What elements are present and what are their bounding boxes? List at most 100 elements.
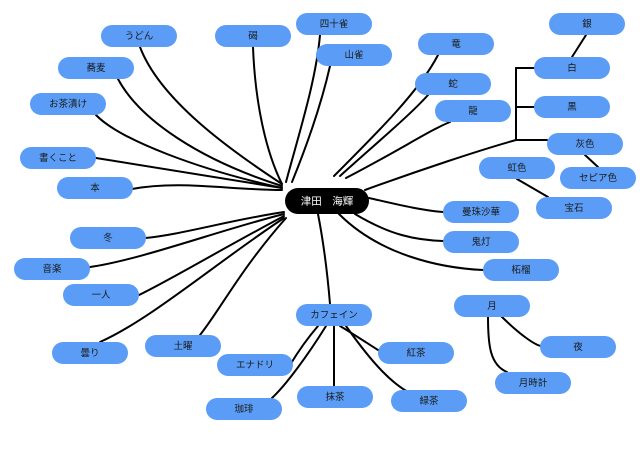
node-tsuki[interactable]: 月 bbox=[454, 295, 530, 317]
node-hozuki[interactable]: 鬼灯 bbox=[443, 231, 519, 253]
node-label: 本 bbox=[90, 182, 100, 194]
connector-line bbox=[252, 46, 283, 185]
node-ongaku[interactable]: 音楽 bbox=[14, 258, 90, 280]
node-kohi[interactable]: 珈琲 bbox=[206, 398, 282, 420]
node-label: 蛇 bbox=[448, 78, 458, 90]
connector-line bbox=[333, 54, 439, 177]
connector-line bbox=[345, 121, 451, 179]
connector-lines bbox=[89, 34, 599, 399]
node-soba[interactable]: 蕎麦 bbox=[58, 57, 134, 79]
node-pill bbox=[415, 73, 491, 95]
node-gin[interactable]: 銀 bbox=[549, 13, 625, 35]
connector-line bbox=[584, 154, 599, 168]
center-node-label: 津田 海輝 bbox=[301, 195, 354, 208]
node-pill bbox=[101, 25, 177, 47]
node-pill bbox=[560, 167, 636, 189]
node-maccha[interactable]: 抹茶 bbox=[297, 386, 373, 408]
node-label: 宝石 bbox=[564, 202, 583, 214]
node-label: 曼珠沙華 bbox=[462, 206, 501, 218]
node-label: カフェイン bbox=[310, 310, 358, 321]
node-pill bbox=[20, 147, 96, 169]
node-nijiiro[interactable]: 虹色 bbox=[479, 157, 555, 179]
node-pill bbox=[534, 96, 610, 118]
node-udon[interactable]: うどん bbox=[101, 25, 177, 47]
connector-line bbox=[571, 34, 587, 58]
connector-line bbox=[338, 213, 484, 271]
node-kumori[interactable]: 曇り bbox=[52, 342, 128, 364]
connector-line bbox=[368, 197, 444, 213]
node-tsukidokei[interactable]: 月時計 bbox=[495, 372, 571, 394]
node-shiro[interactable]: 白 bbox=[534, 57, 610, 79]
node-tatsu[interactable]: 龍 bbox=[435, 100, 511, 122]
node-haiiro[interactable]: 灰色 bbox=[547, 133, 623, 155]
node-label: 緑茶 bbox=[419, 395, 439, 407]
node-pill bbox=[443, 201, 519, 223]
connector-line bbox=[354, 213, 444, 242]
node-label: 土曜 bbox=[173, 340, 193, 352]
node-caffeine[interactable]: カフェイン bbox=[296, 304, 372, 326]
center-node[interactable]: 津田 海輝 bbox=[285, 188, 369, 214]
node-pill bbox=[296, 13, 372, 35]
node-ochazuke[interactable]: お茶漬け bbox=[30, 93, 106, 115]
connector-line bbox=[487, 316, 508, 373]
node-label: 音楽 bbox=[42, 263, 62, 275]
node-label: 珈琲 bbox=[234, 403, 254, 415]
node-label: 灰色 bbox=[575, 138, 595, 150]
node-pill bbox=[57, 177, 133, 199]
node-ryokucha[interactable]: 緑茶 bbox=[391, 390, 467, 412]
node-hebi[interactable]: 蛇 bbox=[415, 73, 491, 95]
node-label: 月時計 bbox=[519, 377, 548, 389]
connector-line bbox=[99, 217, 285, 343]
connector-line bbox=[139, 46, 283, 185]
connector-line bbox=[117, 78, 283, 187]
node-kocha[interactable]: 紅茶 bbox=[378, 342, 454, 364]
node-label: エナドリ bbox=[236, 360, 274, 371]
node-manjushage[interactable]: 曼珠沙華 bbox=[443, 201, 519, 223]
connector-line bbox=[516, 178, 549, 198]
connector-line bbox=[364, 139, 517, 191]
node-pill bbox=[316, 44, 392, 66]
node-pill bbox=[479, 157, 555, 179]
node-ryu[interactable]: 竜 bbox=[418, 33, 494, 55]
node-fuyu[interactable]: 冬 bbox=[70, 227, 146, 249]
node-pill bbox=[296, 304, 372, 326]
node-doyou[interactable]: 土曜 bbox=[145, 335, 221, 357]
node-label: セピア色 bbox=[579, 172, 618, 184]
node-kuro[interactable]: 黒 bbox=[534, 96, 610, 118]
node-hon[interactable]: 本 bbox=[57, 177, 133, 199]
node-pill bbox=[534, 57, 610, 79]
node-suzume[interactable]: 碣 bbox=[215, 25, 291, 47]
node-zakuro[interactable]: 柘榴 bbox=[483, 259, 559, 281]
node-label: 柘榴 bbox=[511, 264, 531, 276]
node-shijukara[interactable]: 四十雀 bbox=[296, 13, 372, 35]
node-pill bbox=[52, 342, 128, 364]
node-pill bbox=[454, 295, 530, 317]
node-pill bbox=[418, 33, 494, 55]
node-pill bbox=[217, 354, 293, 376]
node-label: お茶漬け bbox=[49, 98, 87, 110]
node-label: 抹茶 bbox=[325, 391, 345, 403]
node-pill bbox=[145, 335, 221, 357]
connector-line bbox=[317, 213, 331, 305]
node-sepia[interactable]: セピア色 bbox=[560, 167, 636, 189]
connector-line bbox=[499, 314, 542, 347]
node-pill bbox=[70, 227, 146, 249]
connector-line bbox=[285, 34, 321, 183]
node-pill bbox=[378, 342, 454, 364]
node-pill bbox=[30, 93, 106, 115]
node-pill bbox=[14, 258, 90, 280]
node-enadori[interactable]: エナドリ bbox=[217, 354, 293, 376]
node-label: 山雀 bbox=[344, 49, 363, 61]
connector-line bbox=[138, 215, 285, 296]
node-pill bbox=[58, 57, 134, 79]
node-label: 紅茶 bbox=[406, 347, 426, 359]
node-label: 曇り bbox=[80, 348, 99, 359]
node-pill bbox=[536, 197, 612, 219]
node-kakukoto[interactable]: 書くこと bbox=[20, 147, 96, 169]
node-yamagara[interactable]: 山雀 bbox=[316, 44, 392, 66]
node-houseki[interactable]: 宝石 bbox=[536, 197, 612, 219]
node-yoru[interactable]: 夜 bbox=[540, 336, 616, 358]
connector-line bbox=[95, 157, 283, 189]
node-hitori[interactable]: 一人 bbox=[63, 284, 139, 306]
